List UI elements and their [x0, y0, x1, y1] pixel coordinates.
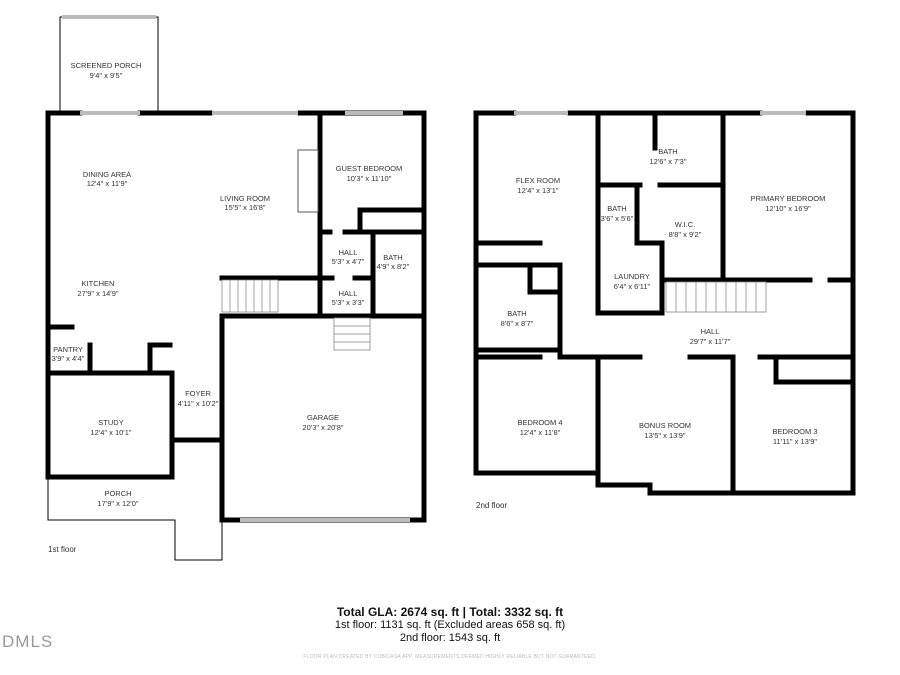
total-area: Total GLA: 2674 sq. ft | Total: 3332 sq.… [336, 605, 564, 619]
room-dims: 8'8" x 9'2" [669, 230, 702, 239]
room-dims: 5'3" x 4'7" [332, 257, 365, 266]
room-name: HALL [339, 289, 358, 298]
second-floor-plan: FLEX ROOM 12'4" x 13'1" BATH 12'6" x 7'3… [473, 110, 856, 510]
room-dims: 10'3" x 11'10" [347, 174, 392, 183]
room-dims: 3'6" x 5'6" [601, 214, 634, 223]
room-name: BATH [658, 147, 677, 156]
room-name: SCREENED PORCH [71, 61, 142, 70]
room-dims: 3'9" x 4'4" [52, 354, 85, 363]
disclaimer: FLOOR PLAN CREATED BY CUBICASA APP. MEAS… [303, 654, 597, 660]
room-dims: 15'5" x 16'8" [224, 203, 265, 212]
room-dims: 4'11" x 10'2" [178, 399, 219, 408]
room-dims: 20'3" x 20'8" [302, 423, 343, 432]
room-name: HALL [701, 327, 720, 336]
room-dims: 11'11" x 13'9" [773, 437, 818, 446]
second-floor-area: 2nd floor: 1543 sq. ft [399, 632, 501, 644]
room-name: BONUS ROOM [639, 421, 691, 430]
room-dims: 12'6" x 7'3" [650, 157, 687, 166]
room-name: DINING AREA [83, 170, 131, 179]
room-dims: 12'4" x 10'1" [90, 428, 131, 437]
room-name: BATH [507, 309, 526, 318]
room-name: HALL [339, 248, 358, 257]
room-name: PRIMARY BEDROOM [751, 194, 826, 203]
room-name: GUEST BEDROOM [336, 164, 403, 173]
room-dims: 5'3" x 3'3" [332, 298, 365, 307]
room-name: LAUNDRY [614, 272, 650, 281]
floor-label: 1st floor [48, 545, 77, 554]
room-name: GARAGE [307, 413, 339, 422]
room-name: BEDROOM 4 [517, 418, 562, 427]
room-name: BATH [607, 204, 626, 213]
dmls-logo: DMLS [2, 632, 54, 651]
room-name: BATH [383, 253, 402, 262]
room-dims: 29'7" x 11'7" [690, 337, 731, 346]
room-dims: 12'4" x 11'8" [520, 428, 561, 437]
room-dims: 17'9" x 12'0" [97, 499, 138, 508]
room-dims: 12'10" x 16'9" [765, 204, 811, 213]
room-dims: 27'9" x 14'9" [77, 289, 118, 298]
room-name: LIVING ROOM [220, 194, 270, 203]
room-name: PORCH [104, 489, 131, 498]
stairs-second-floor [665, 281, 767, 313]
room-name: KITCHEN [82, 279, 115, 288]
room-dims: 4'9" x 8'2" [377, 262, 410, 271]
fireplace [297, 149, 319, 213]
porch-outline [47, 477, 223, 561]
room-name: BEDROOM 3 [772, 427, 817, 436]
room-name: FLEX ROOM [516, 176, 560, 185]
room-dims: 12'4" x 13'1" [517, 186, 558, 195]
room-name: W.I.C. [675, 220, 695, 229]
room-name: FOYER [185, 389, 211, 398]
first-floor-plan: SCREENED PORCH 9'4" x 9'5" DINING AREA 1… [45, 15, 427, 561]
first-floor-area: 1st floor: 1131 sq. ft (Excluded areas 6… [334, 619, 566, 631]
room-dims: 9'4" x 9'5" [90, 71, 123, 80]
room-dims: 8'6" x 8'7" [501, 319, 534, 328]
room-dims: 13'5" x 13'9" [644, 431, 685, 440]
floor-label: 2nd floor [476, 501, 507, 510]
room-dims: 6'4" x 6'11" [614, 282, 651, 291]
stairs-first-floor [221, 279, 371, 351]
room-name: PANTRY [53, 345, 83, 354]
room-dims: 12'4" x 11'9" [87, 179, 128, 188]
room-name: STUDY [98, 418, 123, 427]
